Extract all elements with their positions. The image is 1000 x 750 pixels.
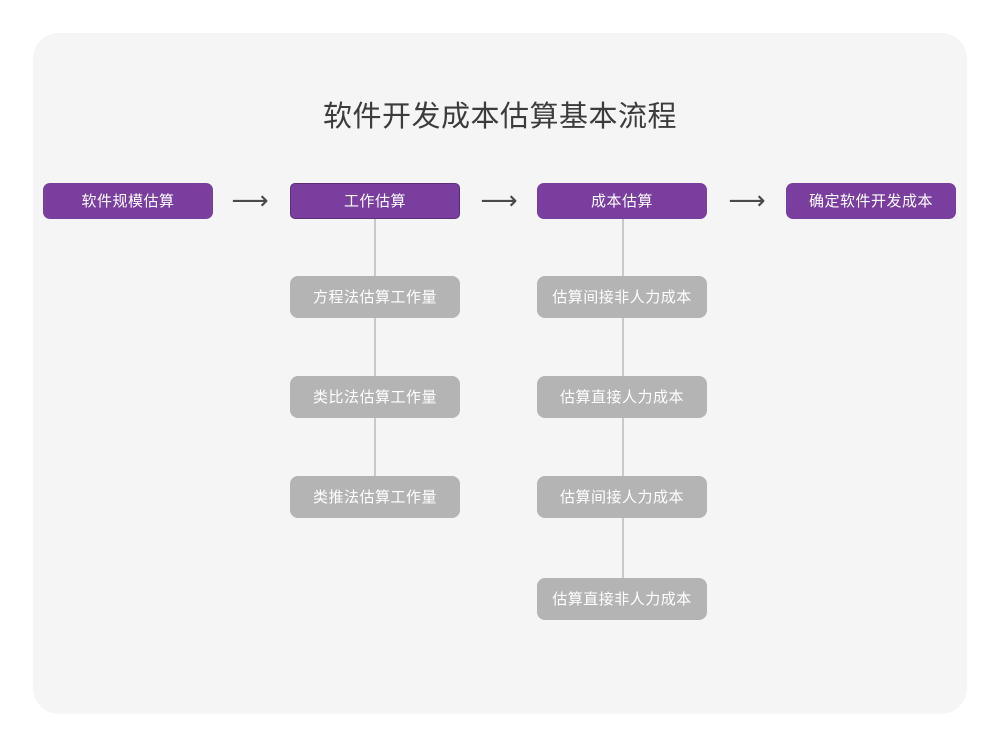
arrow-icon-stage3-to-stage4: ⟶	[728, 186, 766, 216]
connector-line-work-branch	[374, 218, 376, 498]
work-branch-node-3[interactable]: 类推法估算工作量	[290, 476, 460, 518]
work-branch-node-1-label: 方程法估算工作量	[312, 288, 437, 306]
stage-node-2[interactable]: 工作估算	[290, 183, 460, 219]
cost-branch-node-1-label: 估算间接非人力成本	[552, 288, 692, 306]
stage-node-1-label: 软件规模估算	[81, 192, 175, 210]
cost-branch-node-4-label: 估算直接非人力成本	[552, 590, 692, 608]
stage-node-3[interactable]: 成本估算	[537, 183, 707, 219]
content-card	[33, 33, 967, 714]
work-branch-node-2[interactable]: 类比法估算工作量	[290, 376, 460, 418]
stage-node-4[interactable]: 确定软件开发成本	[786, 183, 956, 219]
work-branch-node-2-label: 类比法估算工作量	[312, 388, 437, 406]
cost-branch-node-3[interactable]: 估算间接人力成本	[537, 476, 707, 518]
cost-branch-node-4[interactable]: 估算直接非人力成本	[537, 578, 707, 620]
stage-node-3-label: 成本估算	[590, 192, 653, 210]
work-branch-node-3-label: 类推法估算工作量	[312, 488, 437, 506]
cost-branch-node-1[interactable]: 估算间接非人力成本	[537, 276, 707, 318]
cost-branch-node-2-label: 估算直接人力成本	[559, 388, 684, 406]
stage-node-1[interactable]: 软件规模估算	[43, 183, 213, 219]
cost-branch-node-3-label: 估算间接人力成本	[559, 488, 684, 506]
arrow-icon-stage2-to-stage3: ⟶	[480, 186, 518, 216]
cost-branch-node-2[interactable]: 估算直接人力成本	[537, 376, 707, 418]
arrow-icon-stage1-to-stage2: ⟶	[231, 186, 269, 216]
work-branch-node-1[interactable]: 方程法估算工作量	[290, 276, 460, 318]
page-title: 软件开发成本估算基本流程	[322, 99, 677, 133]
stage-node-4-label: 确定软件开发成本	[808, 192, 933, 210]
stage-node-2-label: 工作估算	[343, 192, 406, 210]
